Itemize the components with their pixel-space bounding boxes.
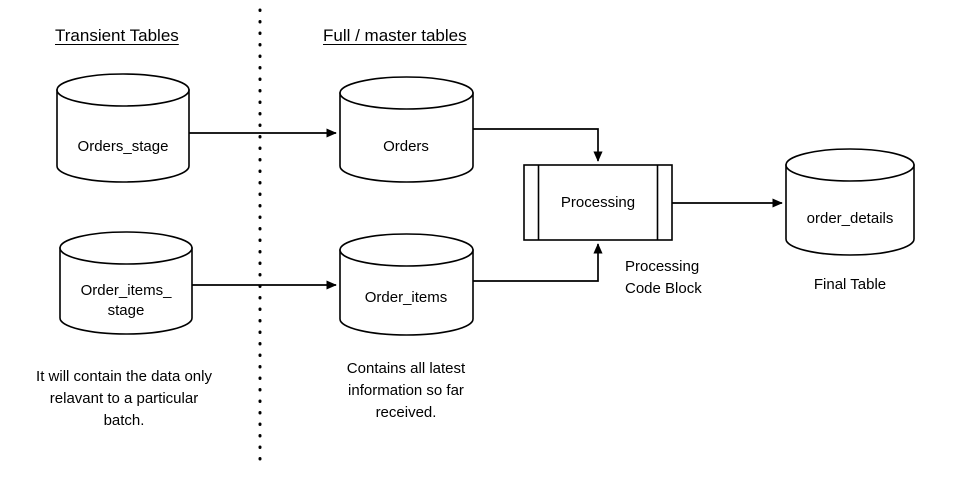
cylinder-order-items-stage[interactable] [59,231,193,335]
node-label-orders-stage: Orders_stage [77,138,169,155]
node-label-order-items: Order_items [364,289,448,306]
caption-transient-note: It will contain the data only relavant t… [36,368,212,429]
edge-orders-to-processing [473,128,603,162]
node-label-order-details: order_details [806,210,894,227]
cylinder-order-items[interactable] [339,233,474,336]
shape-processing-block[interactable] [523,164,673,241]
node-label-orders: Orders [383,138,429,155]
edge-order-items-to-processing [473,243,603,282]
caption-master-note: Contains all latest information so far r… [346,360,466,421]
cylinder-orders-stage[interactable] [56,73,190,183]
caption-processing-note: Processing Code Block [625,258,702,297]
caption-final-table-note: Final Table [813,276,887,293]
section-title-transient-tables: Transient Tables [55,26,179,45]
node-label-order-items-stage: Order_items_ stage [80,282,172,320]
node-label-processing: Processing [560,194,636,211]
cylinder-orders[interactable] [339,76,474,183]
cylinder-order-details[interactable] [785,148,915,256]
section-title-full-master-tables: Full / master tables [323,26,467,45]
